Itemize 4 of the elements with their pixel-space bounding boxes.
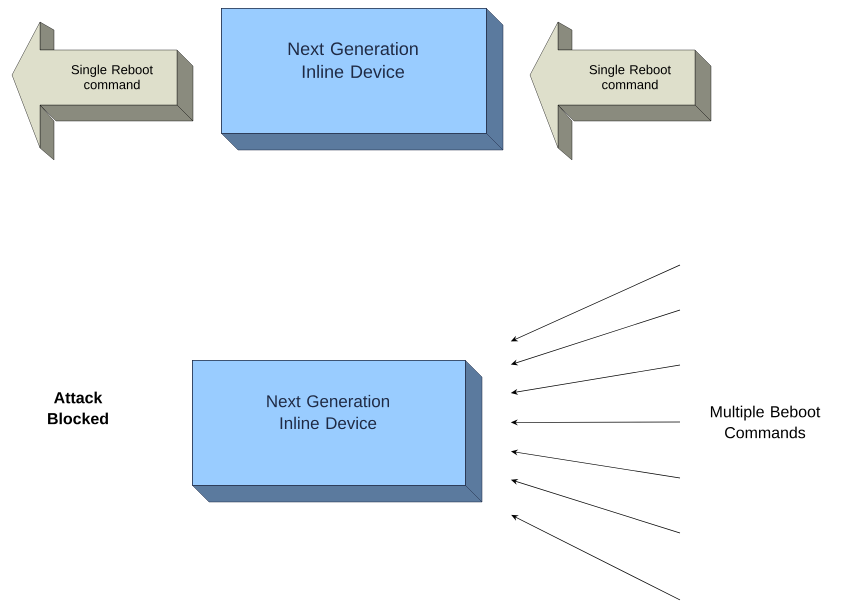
device-box: Next Generation Inline Device — [220, 8, 504, 150]
device-box: Next Generation Inline Device — [192, 360, 482, 502]
text-label: Multiple Beboot Commands — [710, 406, 820, 438]
text-label: Attack Blocked — [48, 392, 108, 424]
